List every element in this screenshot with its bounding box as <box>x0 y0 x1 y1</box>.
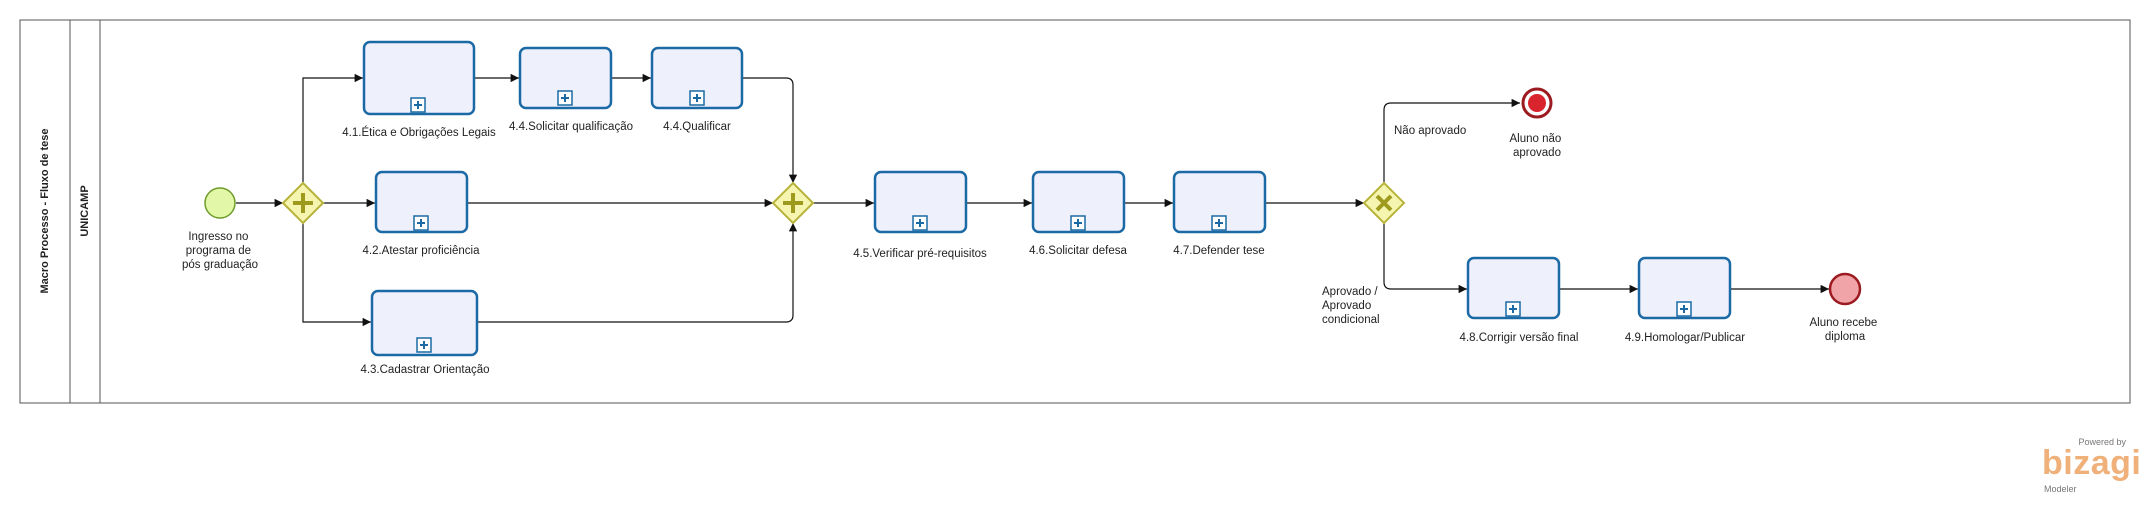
task-4-2[interactable]: 4.2.Atestar proficiência <box>363 170 481 257</box>
task-4-6[interactable]: 4.6.Solicitar defesa <box>1029 170 1128 257</box>
plus-icon <box>293 193 313 213</box>
task-4-7-label: 4.7.Defender tese <box>1173 245 1264 257</box>
tasks: 4.1.Ética e Obrigações Legais 4.4.Solici… <box>342 40 1745 376</box>
task-4-6-label: 4.6.Solicitar defesa <box>1029 245 1127 257</box>
svg-text:Ingresso no programa d: Ingresso no programa de pós graduação <box>182 231 258 271</box>
parallel-split-gateway[interactable] <box>281 181 325 225</box>
flow-labels: Não aprovado Aprovado / Aprovado condici… <box>1322 125 1466 326</box>
task-4-4-solicitar-label: 4.4.Solicitar qualificação <box>509 121 633 133</box>
start-event[interactable]: Ingresso no programa de pós graduação <box>182 187 258 271</box>
approved-label-line-1: Aprovado / <box>1322 286 1378 298</box>
task-4-1[interactable]: 4.1.Ética e Obrigações Legais <box>342 40 496 139</box>
task-4-9-label: 4.9.Homologar/Publicar <box>1625 332 1745 344</box>
task-4-8[interactable]: 4.8.Corrigir versão final <box>1460 256 1579 344</box>
task-4-4-solicitar[interactable]: 4.4.Solicitar qualificação <box>509 46 633 133</box>
approved-label-line-3: condicional <box>1322 314 1380 326</box>
flow-split-to-43 <box>302 223 371 327</box>
task-4-4-qualificar[interactable]: 4.4.Qualificar <box>650 46 744 133</box>
task-4-5-label: 4.5.Verificar pré-requisitos <box>853 248 987 260</box>
flow-43-to-join <box>477 223 798 323</box>
start-label-line-2: programa de <box>186 245 251 257</box>
parallel-join-gateway[interactable] <box>771 181 815 225</box>
start-label-line-3: pós graduação <box>182 259 258 271</box>
x-icon <box>1375 194 1393 212</box>
task-4-1-label: 4.1.Ética e Obrigações Legais <box>342 126 496 139</box>
end-success-label-line-1: Aluno recebe <box>1810 317 1878 329</box>
powered-by-text: Powered by <box>2078 437 2126 447</box>
end-success-label-line-2: diploma <box>1825 331 1866 343</box>
flow-decision-approved <box>1383 223 1467 294</box>
pool-title: Macro Processo - Fluxo de tese <box>39 128 51 293</box>
task-4-8-label: 4.8.Corrigir versão final <box>1460 332 1579 344</box>
end-fail-label-line-2: aprovado <box>1513 147 1561 159</box>
product-name: Modeler <box>2044 484 2077 494</box>
sequence-flows <box>236 73 1829 327</box>
task-4-3-label: 4.3.Cadastrar Orientação <box>360 364 489 376</box>
flow-split-to-41 <box>302 73 363 183</box>
start-label-line-1: Ingresso no <box>188 231 248 243</box>
end-event-diploma[interactable]: Aluno recebe diploma <box>1810 272 1881 343</box>
lane-title: UNICAMP <box>79 185 91 236</box>
svg-text:Aluno não aprovado: Aluno não aprovado <box>1510 133 1565 159</box>
plus-icon <box>783 193 803 213</box>
svg-text:Aprovado / Aprovado: Aprovado / Aprovado condicional <box>1322 286 1381 326</box>
brand-name: bizagi <box>2042 444 2142 482</box>
gateways <box>281 181 1406 225</box>
task-4-3[interactable]: 4.3.Cadastrar Orientação <box>360 289 490 376</box>
task-4-9[interactable]: 4.9.Homologar/Publicar <box>1625 256 1745 344</box>
bizagi-logo: Powered by bizagi Modeler <box>2040 437 2141 499</box>
task-4-4-qualificar-label: 4.4.Qualificar <box>663 121 731 133</box>
events: Ingresso no programa de pós graduação Al… <box>182 87 1881 343</box>
end-fail-label-line-1: Aluno não <box>1510 133 1562 145</box>
not-approved-label: Não aprovado <box>1394 125 1466 137</box>
approved-label-line-2: Aprovado <box>1322 300 1371 312</box>
task-4-7[interactable]: 4.7.Defender tese <box>1172 170 1267 257</box>
exclusive-decision-gateway[interactable] <box>1362 181 1406 225</box>
svg-text:Aluno recebe diploma: Aluno recebe diploma <box>1810 317 1881 343</box>
flow-44q-to-join <box>742 77 798 183</box>
task-4-5[interactable]: 4.5.Verificar pré-requisitos <box>853 170 987 260</box>
end-event-not-approved[interactable]: Aluno não aprovado <box>1510 87 1565 159</box>
flow-decision-not-approved <box>1383 98 1520 183</box>
task-4-2-label: 4.2.Atestar proficiência <box>363 245 481 257</box>
